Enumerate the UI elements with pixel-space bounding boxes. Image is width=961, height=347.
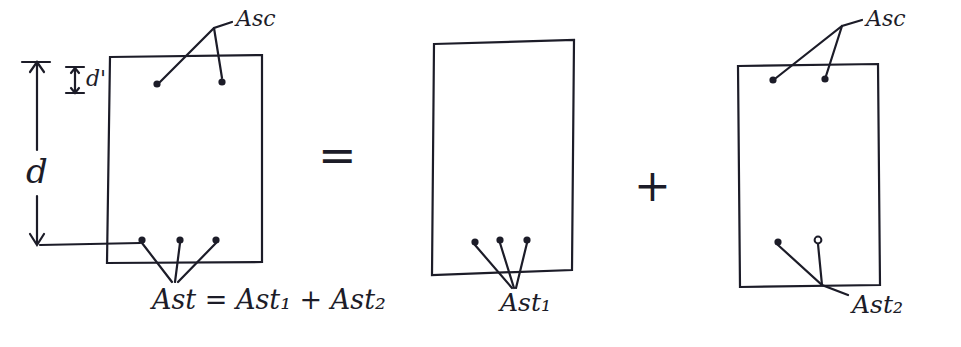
leader-line [175, 243, 180, 282]
leader-line [516, 243, 527, 288]
leader-line [826, 26, 842, 76]
rebar-dot [471, 238, 478, 245]
dimension-extension [40, 243, 140, 245]
dimension-tick [66, 92, 84, 94]
leader-line [500, 243, 514, 288]
label-ast-sum: Ast = Ast₁ + Ast₂ [152, 286, 386, 313]
plus-sign: + [634, 164, 671, 208]
rebar-dot [218, 78, 225, 85]
dimension-arrow [71, 68, 79, 73]
leader-line [214, 28, 222, 78]
beam-outline [738, 64, 880, 287]
equals-sign: = [318, 132, 357, 178]
leader-line [160, 22, 232, 82]
label-asc: Asc [866, 8, 906, 30]
rebar-dot [815, 237, 822, 244]
beam-outline [107, 55, 262, 263]
beam-outline [432, 40, 574, 275]
leader-line [818, 244, 822, 285]
label-ast1: Ast₁ [500, 290, 551, 315]
dimension-line [36, 196, 38, 244]
dimension-line [74, 68, 76, 93]
dimension-label: d [26, 154, 48, 188]
leader-line [178, 243, 216, 282]
rebar-dot [821, 75, 828, 82]
rebar-dot [153, 80, 160, 87]
dimension-arrow [30, 62, 44, 72]
rebar-dot [523, 236, 530, 243]
rebar-dot [769, 76, 776, 83]
rebar-dot [212, 236, 219, 243]
leader-line [778, 245, 848, 295]
leader-line [142, 243, 172, 282]
dimension-line [36, 64, 38, 150]
label-ast2: Ast₂ [852, 292, 903, 317]
label-asc: Asc [236, 8, 276, 30]
rebar-dot [496, 236, 503, 243]
dimension-arrow [30, 234, 44, 245]
dimension-label: d' [86, 68, 106, 90]
rebar-dot [176, 236, 183, 243]
rebar-dot [774, 238, 781, 245]
rebar-dot [138, 236, 145, 243]
leader-line [776, 20, 862, 78]
